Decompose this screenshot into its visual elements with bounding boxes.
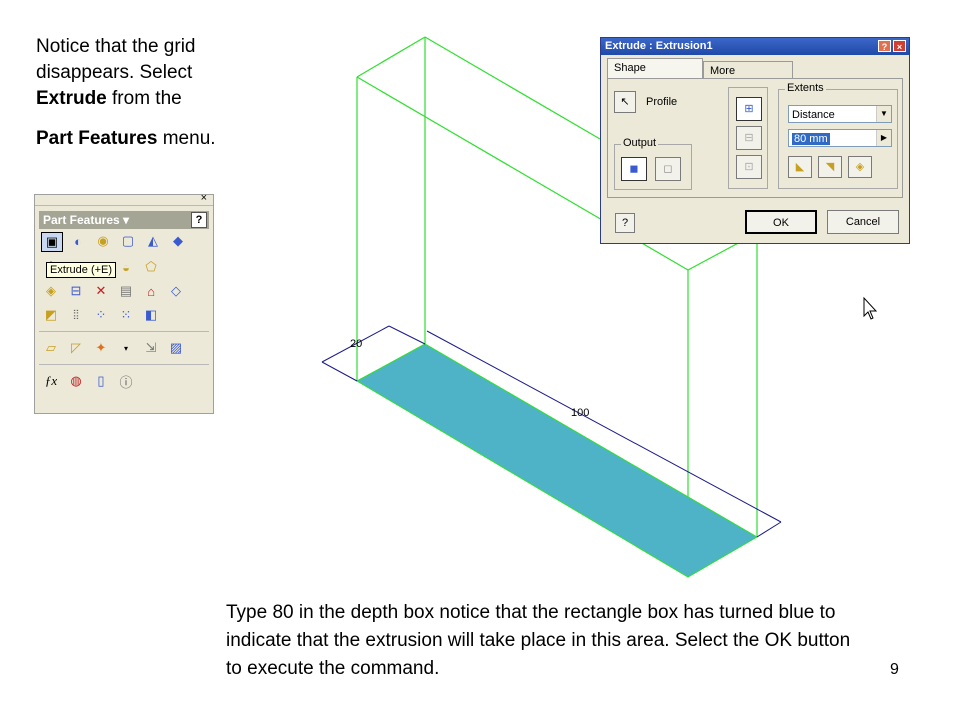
page-number: 9 [890, 661, 899, 678]
panel-help-button[interactable]: ? [191, 212, 207, 228]
rib-icon[interactable]: ◭ [148, 233, 158, 248]
help-button[interactable]: ? [615, 213, 635, 233]
instruction-line-1: Notice that the grid [36, 36, 196, 57]
decal-icon[interactable]: ⌂ [147, 283, 155, 299]
arrow-cursor-icon: ↖ [620, 96, 630, 108]
operation-group: ⊞ ⊟ ⊡ [728, 87, 768, 189]
derived-component-icon[interactable]: ◩ [44, 307, 58, 322]
work-point-icon[interactable]: ✦ [95, 340, 107, 355]
cut-button[interactable]: ⊟ [736, 126, 762, 150]
dim-long-label[interactable]: 100 [571, 407, 589, 419]
profile-select-button[interactable]: ↖ [614, 91, 636, 113]
panel-close-icon[interactable]: × [200, 192, 207, 204]
split-icon[interactable]: ⊟ [70, 283, 82, 298]
symmetric-icon: ◈ [855, 161, 865, 173]
extrusion-wireframe [356, 36, 758, 577]
panel-title-bar[interactable]: Part Features ▾ ? [39, 211, 209, 229]
instruction-line-3: Extrude from the [36, 86, 286, 112]
instruction-line-3-rest: from the [106, 88, 182, 109]
extrude-keyword: Extrude [36, 88, 107, 109]
part-features-panel: × Part Features ▾ ? ▣ ◐ ◉ ▢ ◭ ◆ ⬡ ▥ ◒ ⬠ … [34, 192, 214, 414]
join-icon: ⊞ [744, 103, 754, 115]
shape-panel: ↖ Profile Output ◼ ◻ ⊞ ⊟ ⊡ Extents Dista… [607, 78, 903, 198]
extents-value: Distance [792, 109, 835, 121]
work-plane-icon[interactable]: ▱ [46, 340, 56, 355]
parameters-icon[interactable]: ƒx [44, 373, 58, 388]
delete-face-icon[interactable]: ✕ [95, 283, 107, 298]
chevron-down-icon[interactable]: ▾ [123, 343, 128, 353]
menu-name: Part Features [36, 128, 158, 149]
rectangular-pattern-icon[interactable]: ⦙⦙ [73, 307, 79, 322]
panel-grip[interactable]: × [35, 192, 213, 206]
extrude-tooltip: Extrude (+E) [46, 262, 117, 278]
output-group: Output ◼ ◻ [614, 137, 692, 190]
symmetric-button[interactable]: ◈ [848, 156, 872, 178]
ok-button[interactable]: OK [745, 210, 817, 234]
work-axis-icon[interactable]: ◸ [71, 340, 81, 355]
instruction-line-4-rest: menu. [157, 128, 216, 149]
solid-output-button[interactable]: ◼ [621, 157, 647, 181]
circular-pattern-icon[interactable]: ⁘ [95, 307, 107, 322]
component-icon[interactable]: ▨ [169, 340, 183, 355]
direction-1-button[interactable]: ◣ [788, 156, 812, 178]
dialog-title-bar[interactable]: Extrude : Extrusion1 ? × [601, 38, 909, 55]
surface-output-button[interactable]: ◻ [655, 157, 681, 181]
insert-object-icon[interactable]: ▯ [97, 373, 105, 388]
tab-more[interactable]: More [703, 61, 793, 78]
loft-icon[interactable]: ◆ [173, 233, 183, 248]
close-button[interactable]: × [893, 40, 906, 52]
instruction-line-2: disappears. Select [36, 62, 193, 83]
cut-icon: ⊟ [744, 132, 754, 144]
chamfer-icon[interactable]: ⬠ [145, 259, 157, 274]
ucs-icon[interactable]: ⇲ [145, 340, 157, 355]
hole-icon[interactable]: ◉ [97, 233, 109, 248]
profile-rectangle [355, 343, 758, 578]
revolve-icon[interactable]: ◐ [74, 233, 82, 249]
output-label: Output [621, 137, 659, 149]
chevron-right-icon[interactable]: ▶ [876, 130, 891, 146]
distance-value[interactable]: 80 mm [792, 133, 830, 145]
face-draft-icon[interactable]: ◈ [46, 283, 56, 298]
extrude-dialog: Extrude : Extrusion1 ? × Shape More ↖ Pr… [600, 37, 910, 244]
dim-short-label[interactable]: 20 [350, 338, 362, 350]
panel-title[interactable]: Part Features ▾ [43, 213, 130, 227]
direction-flip-icon: ◥ [825, 161, 835, 173]
extents-label: Extents [785, 82, 826, 94]
dimension-lines [321, 325, 782, 538]
extents-select[interactable]: Distance ▼ [788, 105, 892, 123]
extents-group: Extents Distance ▼ 80 mm ▶ ◣ ◥ ◈ [778, 82, 898, 189]
profile-label: Profile [646, 96, 678, 108]
distance-input[interactable]: 80 mm ▶ [788, 129, 892, 147]
fillet-icon[interactable]: ◒ [122, 259, 130, 275]
title-help-button[interactable]: ? [878, 40, 891, 52]
emboss-icon[interactable]: ◇ [171, 283, 181, 298]
mouse-cursor-icon [863, 296, 878, 320]
intersect-icon: ⊡ [744, 161, 754, 173]
extrude-icon[interactable]: ▣ [41, 232, 63, 252]
surface-icon: ◻ [663, 163, 673, 175]
shell-icon[interactable]: ▢ [121, 233, 135, 248]
instruction-line-4: Part Features menu. [36, 126, 286, 152]
thicken-icon[interactable]: ▤ [119, 283, 133, 298]
join-button[interactable]: ⊞ [736, 97, 762, 121]
dialog-title: Extrude : Extrusion1 [605, 40, 713, 52]
circle-pattern-icon[interactable]: ⁙ [120, 307, 132, 322]
instruction-text: Notice that the grid disappears. Select … [36, 34, 286, 152]
cancel-button[interactable]: Cancel [827, 210, 899, 234]
solid-icon: ◼ [629, 163, 639, 175]
tab-shape[interactable]: Shape [607, 58, 703, 78]
intersect-button[interactable]: ⊡ [736, 155, 762, 179]
bottom-instruction: Type 80 in the depth box notice that the… [226, 602, 851, 679]
direction-2-button[interactable]: ◥ [818, 156, 842, 178]
direction-arrow-icon: ◣ [795, 161, 805, 173]
mirror-icon[interactable]: ◧ [144, 307, 158, 322]
ifeature-icon[interactable]: ◍ [70, 373, 82, 388]
chevron-down-icon[interactable]: ▼ [876, 106, 891, 122]
info-icon[interactable]: ⓘ [119, 374, 133, 390]
